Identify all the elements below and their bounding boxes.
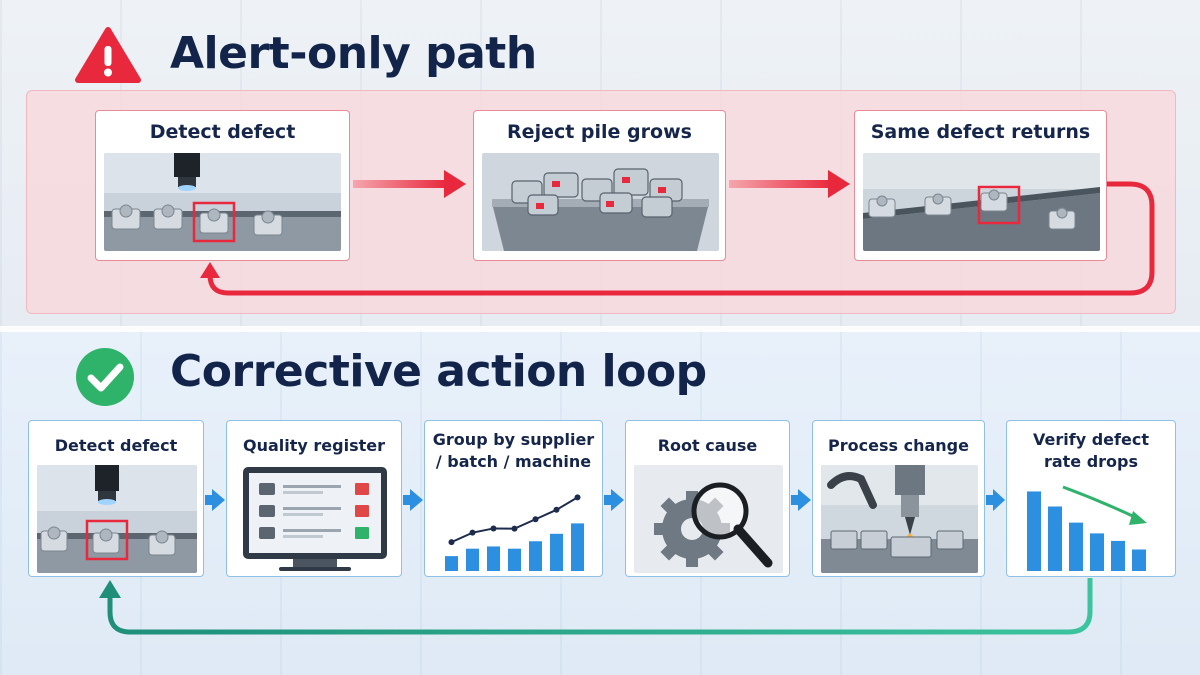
trend-point [448, 539, 455, 546]
register-row [259, 483, 369, 495]
arrow-right-icon [205, 489, 225, 511]
feedback-loop-arrow [107, 578, 1093, 635]
corrective-flow-arrows [99, 489, 1093, 635]
loop-step-label: Verify defect rate drops [1033, 430, 1149, 471]
arrow-right-icon [986, 489, 1005, 511]
trend-point [553, 506, 560, 513]
loop-step-label: Root cause [657, 436, 758, 455]
loop-step-group-by: Group by supplier / batch / machine [424, 420, 603, 577]
chart-bar [1069, 522, 1083, 571]
register-text-line [283, 485, 341, 488]
register-text-line [283, 513, 323, 516]
chart-bar [445, 556, 458, 571]
trend-down-arrow [1062, 485, 1140, 521]
machining-image [821, 465, 978, 573]
monitor-register-image [243, 467, 387, 571]
corrective-loop-title: Corrective action loop [170, 346, 707, 397]
part-thumbnail-icon [259, 505, 275, 517]
loop-step-detect-defect: Detect defect [28, 420, 204, 577]
camera-inspection-image [104, 153, 341, 251]
chart-bar [1090, 533, 1104, 571]
chart-bar [466, 548, 479, 571]
chart-bar [571, 523, 584, 571]
loop-step-label: Quality register [243, 436, 385, 455]
alert-step-label: Same defect returns [870, 121, 1091, 143]
loop-step-process-change: Process change [812, 420, 985, 577]
declining-bar-chart-image [1027, 485, 1147, 571]
chart-bar [487, 546, 500, 571]
conveyor-defect-image [863, 153, 1100, 251]
camera-inspection-image [37, 465, 197, 573]
register-text-line [283, 535, 323, 538]
chart-bar [1027, 491, 1041, 571]
part-thumbnail-icon [259, 527, 275, 539]
alert-flow-arrows [200, 170, 1155, 296]
chart-bar [1132, 549, 1146, 571]
loop-step-verify: Verify defect rate drops [1006, 420, 1176, 577]
trend-point [469, 529, 476, 536]
status-indicator [355, 527, 369, 539]
chart-bar [1048, 506, 1062, 571]
register-text-line [283, 529, 341, 532]
loop-step-quality-register: Quality register [226, 420, 402, 577]
alert-step-label: Detect defect [149, 121, 296, 143]
loop-step-label: Process change [828, 436, 969, 455]
loop-step-label: Detect defect [54, 436, 178, 455]
alert-path-title: Alert-only path [170, 28, 537, 79]
arrow-right-icon [604, 489, 624, 511]
register-text-line [283, 507, 341, 510]
warning-triangle-icon [75, 27, 141, 83]
register-row [259, 505, 369, 517]
arrow-right-icon [353, 170, 466, 198]
arrow-up-icon [200, 262, 220, 278]
alert-step-label: Reject pile grows [507, 121, 692, 143]
arrow-right-icon [403, 489, 423, 511]
return-loop-arrow [207, 181, 1155, 296]
alert-step-detect-defect: Detect defect [95, 110, 350, 261]
register-row [259, 527, 369, 539]
trend-point [490, 525, 497, 532]
section-divider [0, 326, 1200, 332]
chart-bar [529, 541, 542, 571]
trend-point [532, 516, 539, 523]
loop-step-root-cause: Root cause [625, 420, 790, 577]
chart-bar [550, 533, 563, 571]
status-indicator [355, 505, 369, 517]
grouped-bar-chart-image [445, 494, 584, 571]
reject-bin-image [482, 153, 719, 251]
alert-step-same-defect-returns: Same defect returns [854, 110, 1107, 261]
chart-bar [1111, 540, 1125, 571]
status-indicator [355, 483, 369, 495]
part-thumbnail-icon [259, 483, 275, 495]
gear-magnifier-image [634, 465, 783, 573]
register-text-line [283, 491, 323, 494]
magnifier-icon [691, 482, 773, 568]
trend-point [574, 494, 581, 501]
trend-point [511, 525, 518, 532]
arrow-right-icon [729, 170, 850, 198]
arrow-head-icon [1129, 511, 1147, 525]
chart-bar [508, 548, 521, 571]
loop-step-label: Group by supplier / batch / machine [432, 430, 595, 471]
check-circle-icon [76, 348, 134, 406]
alert-step-reject-pile: Reject pile grows [473, 110, 726, 261]
arrow-right-icon [791, 489, 811, 511]
arrow-up-icon [99, 580, 121, 598]
